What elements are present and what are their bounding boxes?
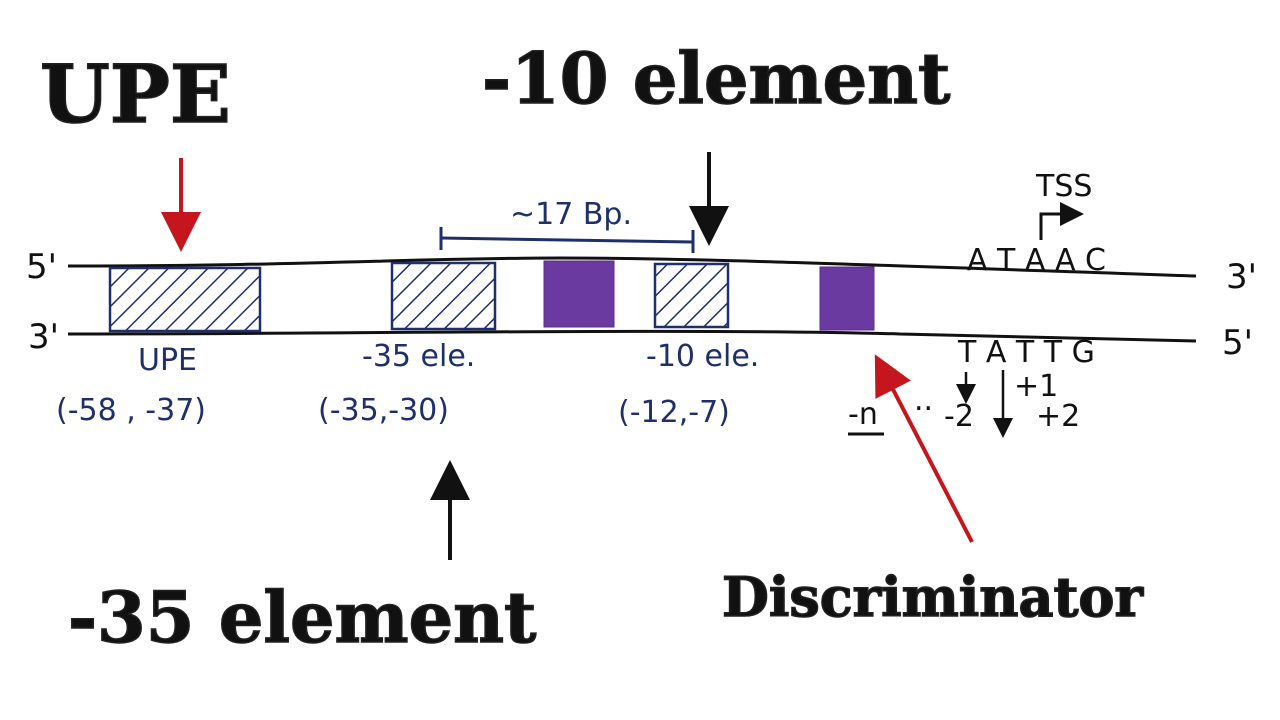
spacing-label: ~17 Bp. (510, 197, 632, 232)
top-right-end: 3' (1226, 257, 1257, 297)
minus10-element-label: -10 ele. (646, 339, 759, 374)
spacer-purple-box (543, 260, 615, 328)
top-strand (67, 256, 1197, 278)
top-sequence: A T A A C (967, 243, 1106, 278)
discriminator-title: Discriminator (722, 565, 1143, 629)
minus35-range-label: (-35,-30) (318, 393, 449, 428)
upe-element-label: UPE (138, 343, 197, 378)
upe-range-label: (-58 , -37) (56, 393, 206, 428)
plus2-label: +2 (1036, 399, 1080, 434)
bottom-sequence: T A T T G (957, 335, 1095, 370)
tss-label: TSS (1035, 169, 1092, 204)
discriminator-purple-box (819, 266, 875, 331)
tss-bent-arrow (1039, 202, 1084, 240)
minus35-element-label: -35 ele. (362, 339, 475, 374)
minus2-label: -2 (944, 399, 974, 434)
minus10-title: -10 element (482, 37, 950, 120)
minus-n-label: -n (848, 397, 878, 432)
top-left-end: 5' (26, 247, 57, 287)
minus10-box (653, 262, 730, 329)
upe-title: UPE (40, 47, 231, 141)
spacing-bracket (440, 236, 694, 244)
plus1-label: +1 (1014, 369, 1058, 404)
upe-box (108, 266, 262, 333)
discriminator-red-arrow (874, 354, 974, 543)
minus35-title: -35 element (68, 576, 536, 659)
dots-label: .. (914, 383, 933, 418)
minus35-box (390, 261, 497, 331)
bottom-strand (67, 329, 1197, 343)
bottom-left-end: 3' (28, 317, 59, 357)
minus10-range-label: (-12,-7) (618, 395, 730, 430)
bottom-right-end: 5' (1222, 323, 1253, 363)
